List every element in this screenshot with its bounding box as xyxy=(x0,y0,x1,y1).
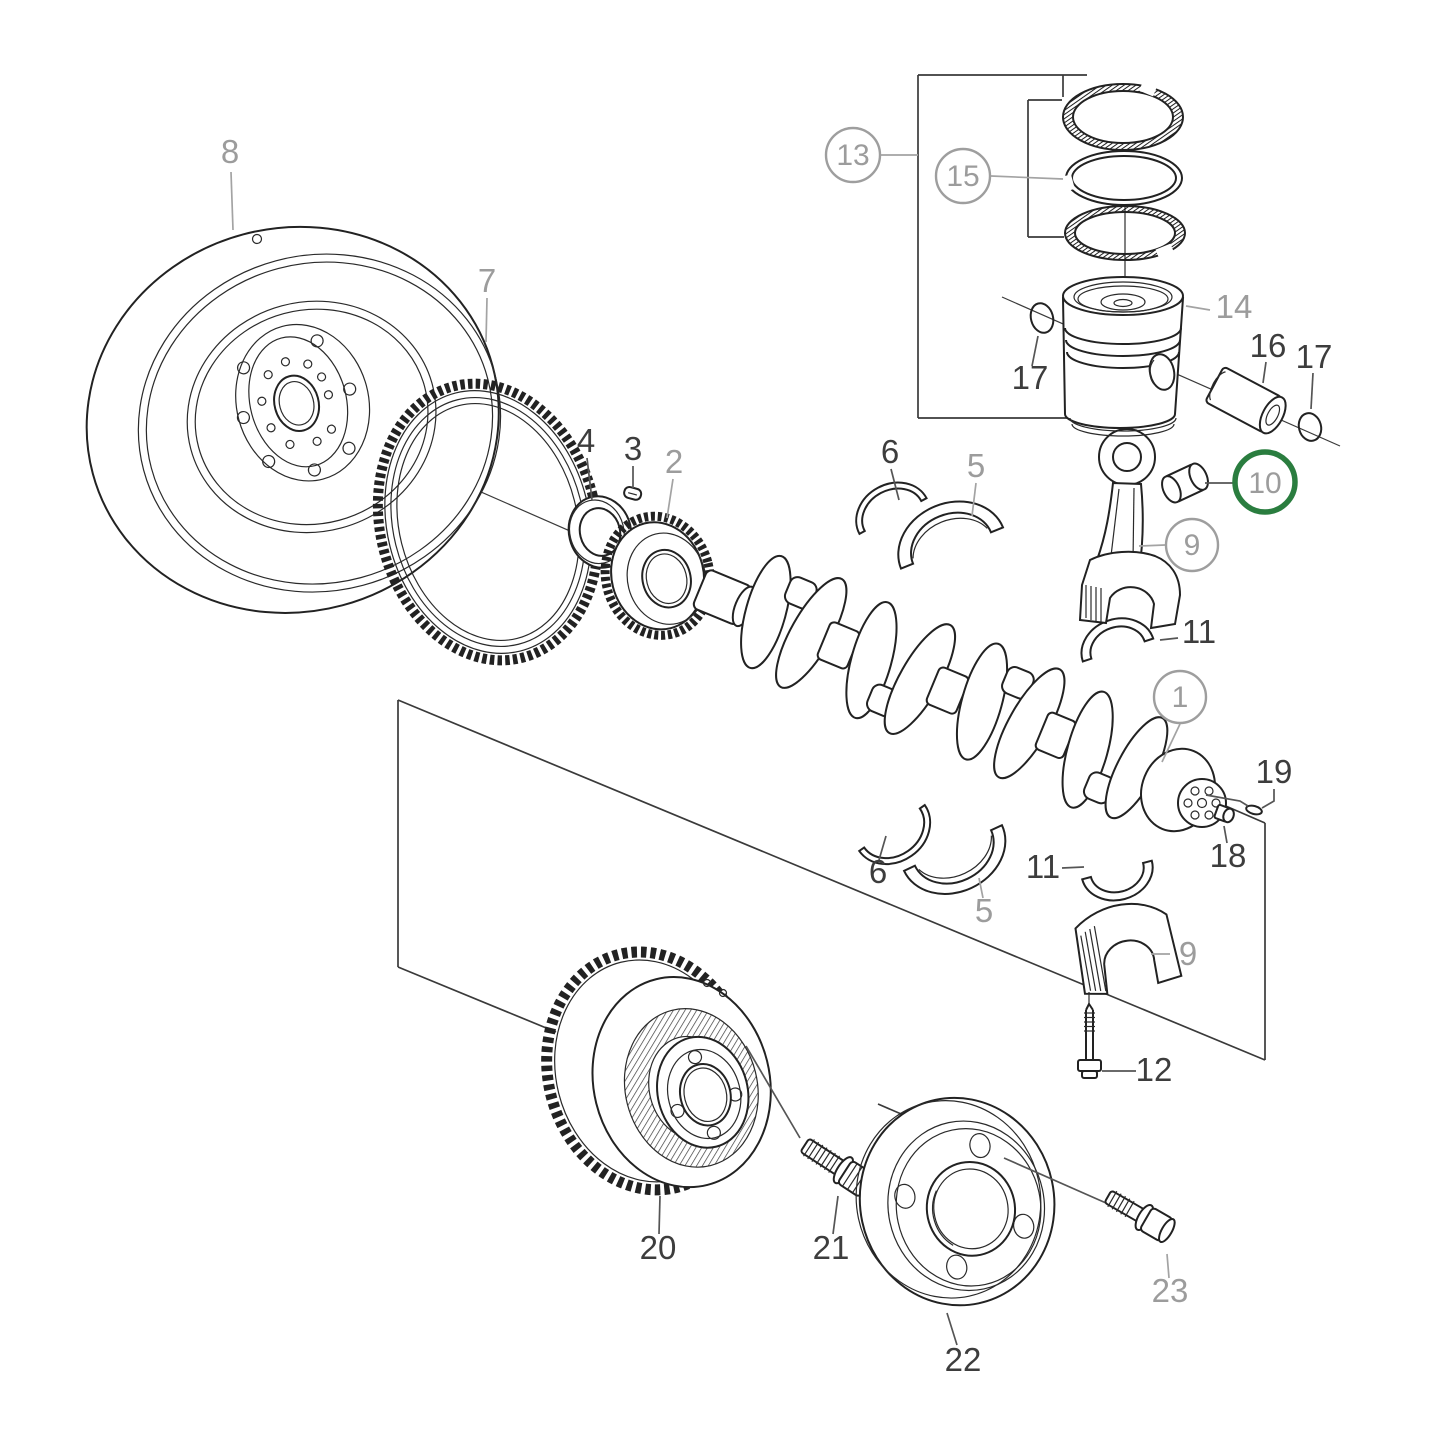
main-bearing-shell-upper xyxy=(897,500,1005,570)
callout-22[interactable]: 22 xyxy=(945,1341,982,1378)
callout-15[interactable]: 15 xyxy=(934,147,992,205)
ring-gap xyxy=(1139,74,1160,97)
callout-10-highlighted[interactable]: 10 xyxy=(1232,449,1298,515)
callout-17-left[interactable]: 17 xyxy=(1012,359,1049,396)
callout-9-cap[interactable]: 9 xyxy=(1179,935,1197,972)
callout-7[interactable]: 7 xyxy=(478,262,496,299)
callout-11-lower[interactable]: 11 xyxy=(1026,848,1060,885)
piston xyxy=(1061,276,1185,437)
group-box-13 xyxy=(917,74,1113,419)
piston-pin xyxy=(1205,366,1287,435)
callout-9-text: 9 xyxy=(1184,529,1201,562)
callout-18[interactable]: 18 xyxy=(1210,837,1247,874)
rod-bearing-shell-upper xyxy=(1080,617,1155,663)
piston-rings xyxy=(1058,74,1187,292)
main-bearing-shell-upper-thin xyxy=(855,481,928,536)
piston-pin-bushing xyxy=(1161,462,1209,504)
callout-1-text: 1 xyxy=(1172,681,1189,714)
belt-pulley xyxy=(855,1096,1056,1307)
callout-20[interactable]: 20 xyxy=(640,1229,677,1266)
callout-2[interactable]: 2 xyxy=(665,443,683,480)
callout-3[interactable]: 3 xyxy=(624,430,642,467)
dowel xyxy=(1213,803,1235,824)
pulley-hole xyxy=(718,988,728,998)
bearing-cap xyxy=(1074,902,1183,995)
rod-bearing-shell-lower xyxy=(1081,859,1154,902)
flywheel-pin-hole xyxy=(251,233,263,245)
callout-5-upper[interactable]: 5 xyxy=(967,447,985,484)
callout-5-lower[interactable]: 5 xyxy=(975,892,993,929)
cap-bolt xyxy=(1077,992,1102,1079)
pulley-hole xyxy=(702,978,712,988)
callout-16[interactable]: 16 xyxy=(1250,327,1287,364)
main-bearing-shell-lower xyxy=(902,823,1007,895)
connecting-rod xyxy=(1078,428,1182,630)
ring-gap xyxy=(1155,243,1177,266)
callout-4[interactable]: 4 xyxy=(577,422,595,459)
circlip-right xyxy=(1297,412,1323,442)
callout-9-rod[interactable]: 9 xyxy=(1164,517,1220,573)
callout-15-text: 15 xyxy=(946,160,979,193)
leader-lines xyxy=(230,154,1314,1346)
pulley-bolt-23 xyxy=(1104,1190,1176,1244)
callout-10-text: 10 xyxy=(1248,467,1281,500)
bolt-21-leader xyxy=(745,1045,801,1139)
callout-12[interactable]: 12 xyxy=(1136,1051,1173,1088)
callout-14[interactable]: 14 xyxy=(1216,288,1253,325)
callout-6-upper[interactable]: 6 xyxy=(881,433,899,470)
key-leader xyxy=(1205,794,1249,807)
callout-6-lower[interactable]: 6 xyxy=(869,853,887,890)
key-clip xyxy=(1245,804,1263,816)
callout-13-text: 13 xyxy=(836,139,869,172)
circlip-left xyxy=(1029,302,1055,334)
crankshaft-gear xyxy=(600,511,715,640)
crank-pulley xyxy=(541,946,772,1196)
crankshaft xyxy=(692,554,1227,833)
bolt-23-leader xyxy=(1003,1157,1107,1204)
main-bearing-shell-lower-thin xyxy=(857,803,932,866)
callout-21[interactable]: 21 xyxy=(813,1229,850,1266)
callout-8[interactable]: 8 xyxy=(221,133,239,170)
callout-23[interactable]: 23 xyxy=(1152,1272,1189,1309)
callout-19[interactable]: 19 xyxy=(1256,753,1293,790)
woodruff-key xyxy=(623,485,643,501)
callout-13[interactable]: 13 xyxy=(824,126,882,184)
callout-17-right[interactable]: 17 xyxy=(1296,338,1333,375)
callout-1[interactable]: 1 xyxy=(1152,669,1208,725)
flywheel xyxy=(85,225,502,614)
callout-11-upper[interactable]: 11 xyxy=(1182,613,1216,650)
